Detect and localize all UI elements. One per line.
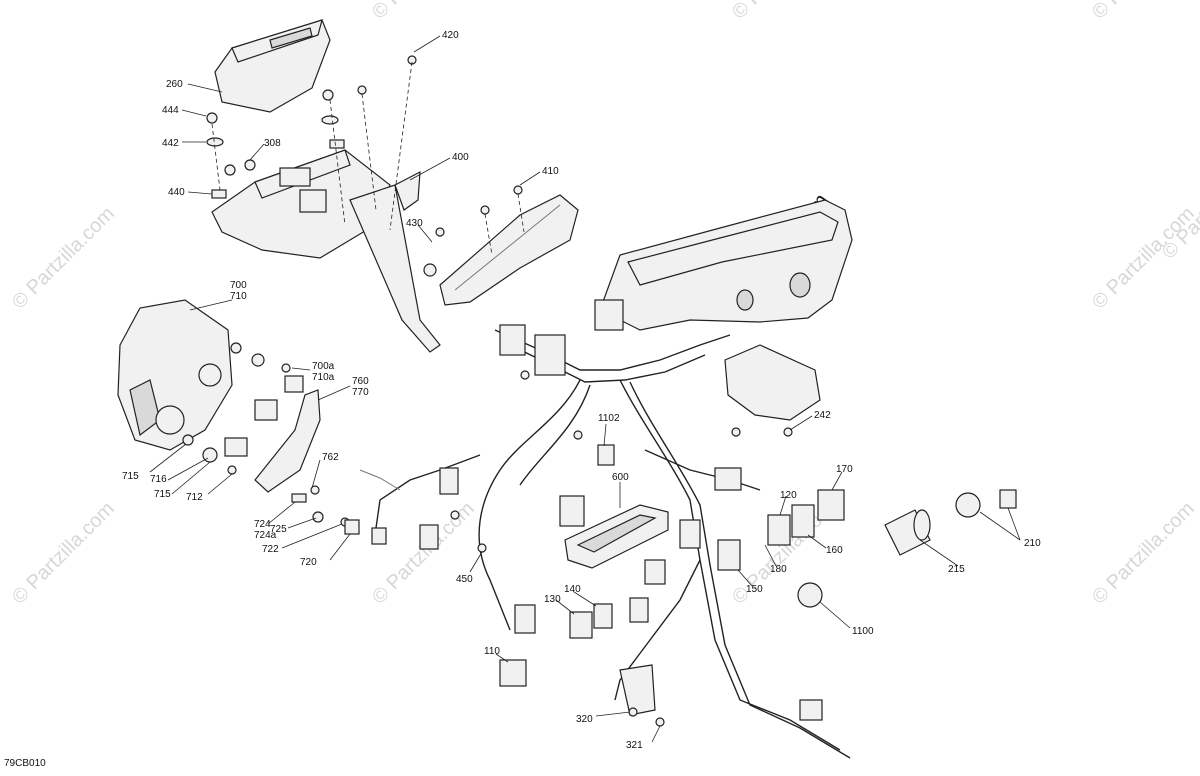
callout-label-430[interactable]: 430 bbox=[406, 218, 423, 229]
callout-label-170[interactable]: 170 bbox=[836, 464, 853, 475]
watermark: © Partzilla.com bbox=[728, 0, 839, 24]
callout-label-760[interactable]: 760 bbox=[352, 376, 369, 387]
callout-label-410[interactable]: 410 bbox=[542, 166, 559, 177]
switch-parts[interactable] bbox=[499, 444, 1017, 716]
callout-label-450[interactable]: 450 bbox=[456, 574, 473, 585]
support-bracket-part[interactable] bbox=[211, 149, 441, 353]
gauge-frame-part[interactable] bbox=[599, 199, 853, 331]
callout-label-160[interactable]: 160 bbox=[826, 545, 843, 556]
callout-label-716[interactable]: 716 bbox=[150, 474, 167, 485]
callout-label-712[interactable]: 712 bbox=[186, 492, 203, 503]
callout-label-140[interactable]: 140 bbox=[564, 584, 581, 595]
callout-label-710[interactable]: 710 bbox=[230, 291, 247, 302]
callout-label-700[interactable]: 700 bbox=[230, 280, 247, 291]
watermark: © Partzilla.com bbox=[8, 203, 119, 314]
callout-label-210[interactable]: 210 bbox=[1024, 538, 1041, 549]
callout-label-320[interactable]: 320 bbox=[576, 714, 593, 725]
wiring-harness-part[interactable] bbox=[359, 299, 851, 759]
watermark: © Partzilla.com bbox=[368, 498, 479, 609]
callout-label-260[interactable]: 260 bbox=[166, 79, 183, 90]
callout-labels: 420 260 444 442 308 400 410 440 430 700 … bbox=[122, 30, 1041, 751]
headlight-housing-part[interactable] bbox=[117, 299, 233, 451]
callout-label-1100[interactable]: 1100 bbox=[852, 626, 874, 637]
lamp-support-part[interactable] bbox=[224, 375, 321, 493]
callout-label-130[interactable]: 130 bbox=[544, 594, 561, 605]
callout-label-444[interactable]: 444 bbox=[162, 105, 179, 116]
callout-label-321[interactable]: 321 bbox=[626, 740, 643, 751]
watermark: © Partzilla.com bbox=[1088, 0, 1199, 24]
callout-label-600[interactable]: 600 bbox=[612, 472, 629, 483]
diagram-code: 79CB010 bbox=[4, 758, 46, 769]
callout-label-308[interactable]: 308 bbox=[264, 138, 281, 149]
callout-label-110[interactable]: 110 bbox=[484, 646, 500, 657]
watermark: © Partzilla.com bbox=[368, 0, 479, 24]
leader-lines bbox=[149, 35, 1021, 743]
module-bracket-part[interactable] bbox=[724, 344, 821, 421]
callout-label-770[interactable]: 770 bbox=[352, 387, 369, 398]
callout-label-420[interactable]: 420 bbox=[442, 30, 459, 41]
callout-label-440[interactable]: 440 bbox=[168, 187, 185, 198]
callout-label-120[interactable]: 120 bbox=[780, 490, 797, 501]
fastener-parts[interactable] bbox=[182, 55, 793, 727]
callout-label-724a[interactable]: 724a bbox=[254, 530, 277, 541]
callout-label-442[interactable]: 442 bbox=[162, 138, 179, 149]
callout-label-720[interactable]: 720 bbox=[300, 557, 317, 568]
callout-label-1102[interactable]: 1102 bbox=[598, 413, 620, 424]
callout-label-762[interactable]: 762 bbox=[322, 452, 339, 463]
callout-label-180[interactable]: 180 bbox=[770, 564, 787, 575]
callout-label-242[interactable]: 242 bbox=[814, 410, 831, 421]
watermark: © Partzilla.com bbox=[1088, 498, 1199, 609]
callout-label-400[interactable]: 400 bbox=[452, 152, 469, 163]
callout-label-725[interactable]: 725 bbox=[270, 524, 287, 535]
watermark: © Partzilla.com bbox=[1088, 203, 1199, 314]
callout-label-724[interactable]: 724 bbox=[254, 519, 271, 530]
top-cover-part[interactable] bbox=[214, 19, 331, 113]
callout-label-150[interactable]: 150 bbox=[746, 584, 763, 595]
callout-label-715-second[interactable]: 715 bbox=[154, 489, 171, 500]
bracket-410-part[interactable] bbox=[439, 194, 579, 306]
callout-label-722[interactable]: 722 bbox=[262, 544, 279, 555]
callout-label-715[interactable]: 715 bbox=[122, 471, 139, 482]
callout-label-215[interactable]: 215 bbox=[948, 564, 965, 575]
instrument-cluster-part[interactable] bbox=[564, 504, 669, 569]
watermark: © Partzilla.com bbox=[8, 498, 119, 609]
callout-label-700a[interactable]: 700a bbox=[312, 361, 335, 372]
callout-label-710a[interactable]: 710a bbox=[312, 372, 335, 383]
